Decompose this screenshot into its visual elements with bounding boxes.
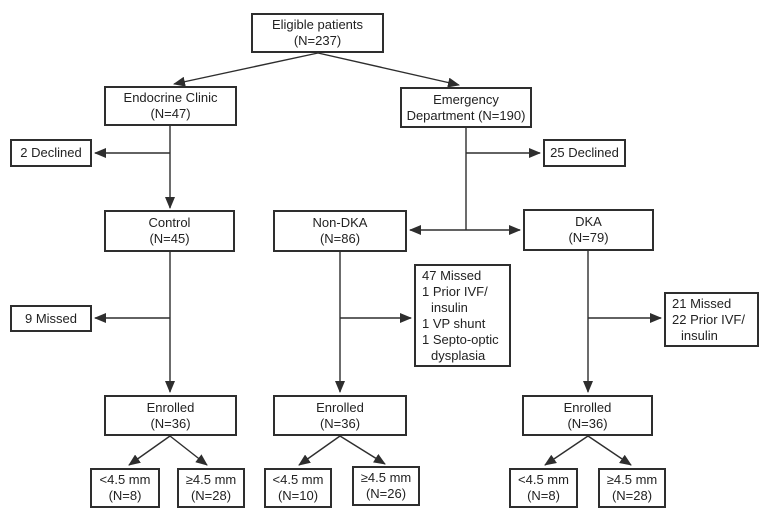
box-dka-ge45mm-count: (N=28) <box>611 488 653 503</box>
box-enrolled-dka-line1: Enrolled <box>563 399 612 415</box>
box-dka: DKA (N=79) <box>523 209 654 251</box>
box-declined-endocrine-label: 2 Declined <box>20 145 82 160</box>
box-control-lt45mm-count: (N=8) <box>108 488 142 503</box>
box-endocrine-clinic: Endocrine Clinic (N=47) <box>104 86 237 126</box>
box-declined-endocrine: 2 Declined <box>10 139 92 167</box>
box-non-dka-lt45mm: <4.5 mm (N=10) <box>264 468 332 508</box>
box-dka-lt45mm: <4.5 mm (N=8) <box>509 468 578 508</box>
connector-enrolled3-lt45 <box>544 435 589 466</box>
box-missed-non-dka-line1: 47 Missed <box>422 267 482 283</box>
box-control-count: (N=45) <box>149 231 190 246</box>
box-control-ge45mm-line1: ≥4.5 mm <box>185 472 237 487</box>
box-non-dka-lt45mm-line1: <4.5 mm <box>272 472 324 487</box>
box-eligible-patients-count: (N=237) <box>293 33 342 48</box>
connector-eligible-endocrine <box>173 52 319 87</box>
box-missed-control-label: 9 Missed <box>24 310 78 326</box>
box-endocrine-clinic-count: (N=47) <box>150 106 191 121</box>
box-dka-lt45mm-line1: <4.5 mm <box>518 472 569 487</box>
box-declined-emergency: 25 Declined <box>543 139 626 167</box>
box-emergency-department-count: Department (N=190) <box>406 107 526 123</box>
box-missed-non-dka-line3: insulin <box>431 299 468 315</box>
connector-enrolled1-ge45 <box>169 435 208 466</box>
box-missed-dka: 21 Missed 22 Prior IVF/ insulin <box>664 292 759 347</box>
box-non-dka-count: (N=86) <box>319 231 361 246</box>
box-control-lt45mm: <4.5 mm (N=8) <box>90 468 160 508</box>
box-enrolled-dka-count: (N=36) <box>567 415 608 431</box>
box-control: Control (N=45) <box>104 210 235 252</box>
box-missed-non-dka-line5: 1 Septo-optic <box>422 331 499 347</box>
box-control-lt45mm-line1: <4.5 mm <box>99 472 151 487</box>
box-missed-dka-line2: 22 Prior IVF/ <box>672 311 745 327</box>
box-missed-control: 9 Missed <box>10 305 92 332</box>
box-non-dka-line1: Non-DKA <box>312 215 368 230</box>
box-missed-non-dka: 47 Missed 1 Prior IVF/ insulin 1 VP shun… <box>414 264 511 367</box>
box-non-dka-lt45mm-count: (N=10) <box>277 488 319 503</box>
box-emergency-department-line1: Emergency <box>433 91 499 107</box>
connector-enrolled3-ge45 <box>587 435 632 466</box>
box-control-ge45mm: ≥4.5 mm (N=28) <box>177 468 245 508</box>
box-control-line1: Control <box>148 215 191 230</box>
box-dka-ge45mm: ≥4.5 mm (N=28) <box>598 468 666 508</box>
connector-enrolled2-lt45 <box>298 435 341 466</box>
box-enrolled-control: Enrolled (N=36) <box>104 395 237 436</box>
box-non-dka-ge45mm: ≥4.5 mm (N=26) <box>352 466 420 506</box>
box-dka-ge45mm-line1: ≥4.5 mm <box>606 472 658 487</box>
box-missed-non-dka-line2: 1 Prior IVF/ <box>422 283 488 299</box>
box-dka-count: (N=79) <box>568 230 609 245</box>
box-enrolled-dka: Enrolled (N=36) <box>522 395 653 436</box>
box-missed-non-dka-line6: dysplasia <box>431 347 486 363</box>
box-declined-emergency-label: 25 Declined <box>550 145 619 160</box>
box-non-dka: Non-DKA (N=86) <box>273 210 407 252</box>
box-non-dka-ge45mm-line1: ≥4.5 mm <box>360 470 412 485</box>
box-control-ge45mm-count: (N=28) <box>190 488 232 503</box>
box-enrolled-non-dka-line1: Enrolled <box>316 399 364 415</box>
box-missed-dka-line3: insulin <box>681 327 718 343</box>
box-non-dka-ge45mm-count: (N=26) <box>365 486 407 501</box>
box-emergency-department: Emergency Department (N=190) <box>400 87 532 128</box>
connector-eligible-emergency <box>317 52 460 88</box>
box-enrolled-control-count: (N=36) <box>150 415 191 431</box>
box-enrolled-non-dka: Enrolled (N=36) <box>273 395 407 436</box>
connector-enrolled1-lt45 <box>128 435 171 466</box>
box-missed-dka-line1: 21 Missed <box>672 295 732 311</box>
box-enrolled-control-line1: Enrolled <box>146 399 195 415</box>
box-enrolled-non-dka-count: (N=36) <box>319 415 361 431</box>
box-missed-non-dka-line4: 1 VP shunt <box>422 315 486 331</box>
box-dka-lt45mm-count: (N=8) <box>527 488 560 503</box>
box-eligible-patients: Eligible patients (N=237) <box>251 13 384 53</box>
box-dka-line1: DKA <box>575 214 602 229</box>
box-eligible-patients-line1: Eligible patients <box>271 17 364 32</box>
box-endocrine-clinic-line1: Endocrine Clinic <box>123 90 218 105</box>
connector-enrolled2-ge45 <box>339 435 386 465</box>
